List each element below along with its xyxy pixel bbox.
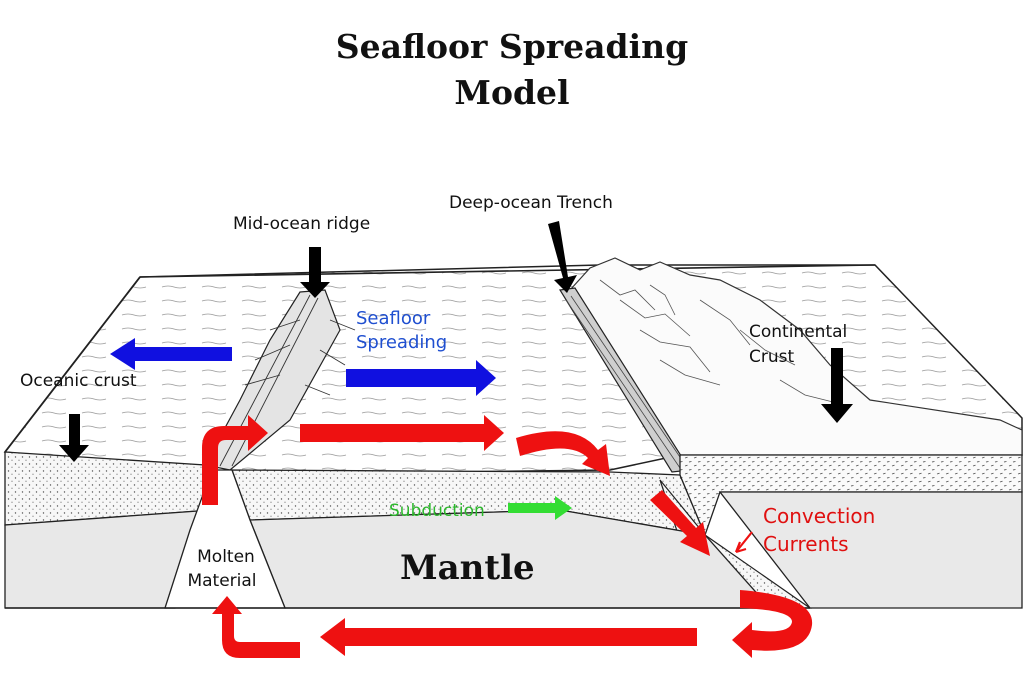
- label-molten: Molten: [197, 547, 255, 567]
- spreading-left-arrow: [110, 338, 232, 370]
- block-left-back-edge: [4, 276, 141, 453]
- convection-slab-arrow: [650, 490, 710, 556]
- label-mid-ocean-ridge: Mid-ocean ridge: [233, 214, 371, 234]
- label-mantle: Mantle: [400, 548, 535, 588]
- label-subduction: Subduction: [389, 501, 485, 521]
- spreading-right-arrow: [346, 360, 496, 396]
- subduction-arrow: [508, 496, 572, 520]
- convection-descend-curve-arrow: [516, 431, 610, 476]
- label-material: Material: [187, 571, 257, 591]
- continental-crust-pointer-arrow: [821, 348, 853, 423]
- convection-arrows: [202, 415, 813, 658]
- spreading-arrows: [110, 338, 496, 396]
- convection-rise-arrow: [202, 415, 268, 505]
- ridge-pointer-arrow: [300, 247, 330, 298]
- diagram-title: Seafloor Spreading Model: [0, 24, 1024, 116]
- convection-pointer-arrow: [734, 531, 753, 554]
- label-spreading: Spreading: [356, 332, 448, 353]
- convection-return-arrow: [212, 596, 300, 658]
- oceanic-crust-pointer-arrow: [59, 414, 89, 462]
- label-oceanic-crust: Oceanic crust: [20, 371, 137, 391]
- label-convection: Convection: [763, 504, 876, 528]
- label-crust: Crust: [749, 347, 795, 367]
- label-deep-ocean-trench: Deep-ocean Trench: [449, 193, 613, 213]
- label-currents: Currents: [763, 532, 849, 556]
- convection-top-arrow: [300, 415, 504, 451]
- title-line-1: Seafloor Spreading: [335, 27, 689, 66]
- trench-pointer-arrow: [548, 221, 577, 293]
- title-line-2: Model: [454, 73, 570, 112]
- convection-bottom-arrow: [320, 618, 697, 656]
- pointer-arrows: [59, 221, 853, 462]
- label-continental: Continental: [749, 322, 848, 342]
- convection-turn-arrow: [732, 590, 813, 658]
- label-seafloor: Seafloor: [356, 308, 431, 329]
